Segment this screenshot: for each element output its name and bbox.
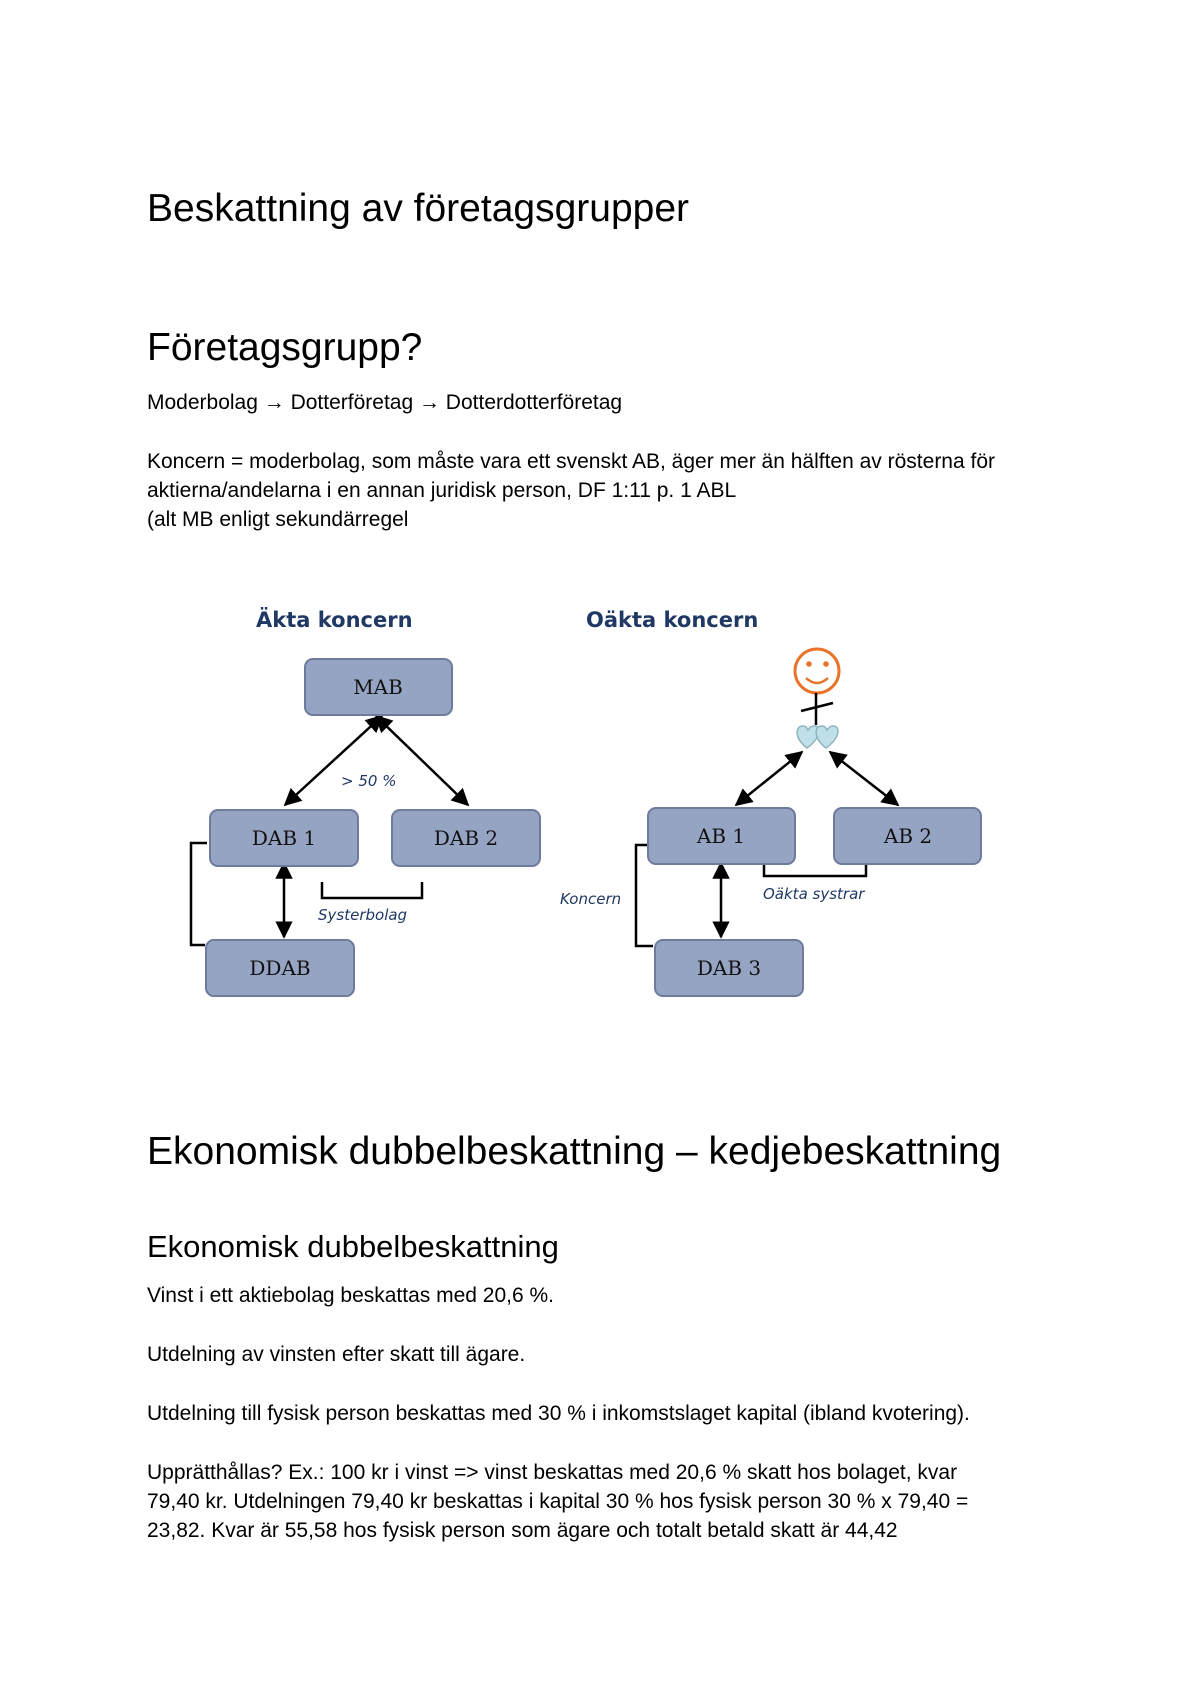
bracket-systerbolag	[320, 882, 424, 900]
arrow-owner-ab2	[828, 750, 900, 807]
subsection-title: Ekonomisk dubbelbeskattning	[147, 1229, 559, 1264]
bracket-oakta-systrar	[762, 862, 868, 878]
arrow-owner-ab1	[734, 750, 804, 807]
paragraph-fysisk-person: Utdelning till fysisk person beskattas m…	[147, 1402, 970, 1425]
node-dab2	[391, 809, 541, 867]
paragraph-utdelning: Utdelning av vinsten efter skatt till äg…	[147, 1343, 526, 1366]
chain-text: Moderbolag → Dotterföretag → Dotterdotte…	[147, 391, 623, 414]
arrow-mab-dab2	[374, 714, 470, 807]
node-dab1	[209, 809, 359, 867]
node-dab3	[654, 939, 804, 997]
section-title-foretagsgrupp: Företagsgrupp?	[147, 326, 423, 369]
koncern-label: Koncern	[560, 890, 621, 908]
node-mab	[304, 658, 453, 716]
systerbolag-label: Systerbolag	[318, 906, 407, 924]
node-ab1-label: AB 1	[696, 824, 745, 848]
node-dab2-label: DAB 2	[434, 826, 498, 850]
node-mab-label: MAB	[353, 675, 403, 699]
smiley-owner-icon	[793, 647, 841, 725]
node-ddab-label: DDAB	[249, 956, 310, 980]
oakta-koncern-title: Oäkta koncern	[586, 608, 758, 632]
paragraph-vinst: Vinst i ett aktiebolag beskattas med 20,…	[147, 1284, 555, 1307]
paragraph-example-line-2: 79,40 kr. Utdelningen 79,40 kr beskattas…	[147, 1490, 969, 1513]
paragraph-example-line-1: Upprätthållas? Ex.: 100 kr i vinst => vi…	[147, 1461, 958, 1484]
definition-line-2: aktierna/andelarna i en annan juridisk p…	[147, 479, 737, 502]
oakta-systrar-label: Oäkta systrar	[763, 885, 865, 903]
section-title-dubbelbeskattning: Ekonomisk dubbelbeskattning – kedjebeska…	[147, 1130, 1002, 1173]
node-ab1	[647, 807, 796, 865]
node-dab3-label: DAB 3	[697, 956, 761, 980]
paragraph-example-line-3: 23,82. Kvar är 55,58 hos fysisk person s…	[147, 1519, 898, 1542]
node-dab1-label: DAB 1	[252, 826, 316, 850]
hearts-icon	[796, 725, 839, 749]
bracket-ddab	[189, 841, 207, 947]
definition-line-1: Koncern = moderbolag, som måste vara ett…	[147, 450, 996, 473]
node-ab2	[833, 807, 982, 865]
page-title: Beskattning av företagsgrupper	[147, 187, 690, 230]
akta-koncern-title: Äkta koncern	[256, 607, 413, 632]
ownership-label: > 50 %	[341, 772, 396, 790]
definition-line-3: (alt MB enligt sekundärregel	[147, 508, 409, 531]
node-ddab	[205, 939, 355, 997]
node-ab2-label: AB 2	[883, 824, 932, 848]
bracket-koncern	[634, 843, 653, 948]
arrow-mab-dab1	[283, 714, 384, 807]
